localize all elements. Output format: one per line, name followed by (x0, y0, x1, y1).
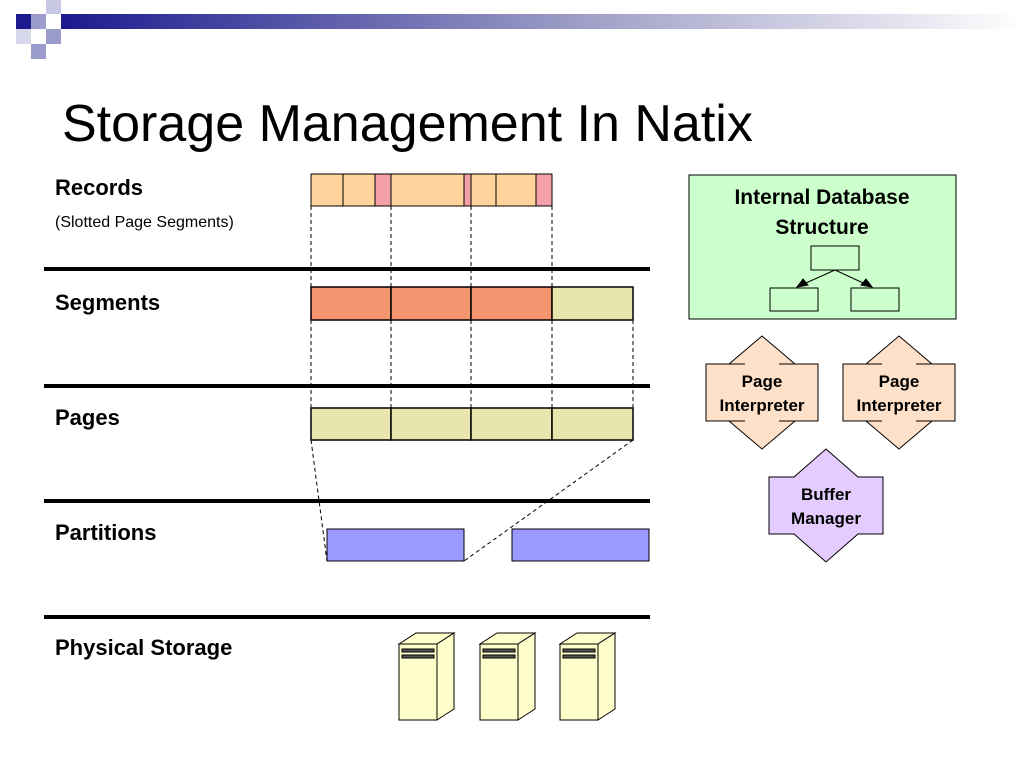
separator-line (44, 615, 650, 619)
separator-line (44, 267, 650, 271)
server-icon (558, 632, 617, 721)
partition-block (326, 528, 465, 562)
server-icon (478, 632, 537, 721)
page-interpreter-label-line1: Page (879, 372, 920, 391)
record-slot (495, 173, 537, 207)
layer-label-physical-storage: Physical Storage (55, 635, 233, 660)
decorative-header (16, 0, 1024, 59)
partition-block (511, 528, 650, 562)
layer-sublabel-records: (Slotted Page Segments) (55, 214, 234, 231)
layer-label-partitions: Partitions (55, 520, 157, 545)
record-slot-header (463, 173, 472, 207)
server-icon (397, 632, 456, 721)
segment-block-free (551, 286, 634, 321)
internal-structure-title-line2: Structure (775, 216, 868, 239)
segment-block (390, 286, 472, 321)
layer-label-segments: Segments (55, 290, 161, 315)
page-interpreter-label-line2: Interpreter (719, 396, 804, 415)
header-gradient-bar (61, 14, 1024, 29)
double-arrow-shape (842, 335, 956, 450)
page-interpreter-label-line2: Interpreter (856, 396, 941, 415)
header-square (31, 14, 46, 29)
header-square (46, 29, 61, 44)
header-square (16, 14, 31, 29)
page-block (390, 407, 472, 441)
internal-database-structure: Internal Database Structure (688, 174, 957, 320)
dashed-connectors (310, 206, 634, 562)
record-slot (390, 173, 465, 207)
pages-row (310, 407, 634, 441)
segment-block (470, 286, 553, 321)
separator-line (44, 499, 650, 503)
record-slot-header (374, 173, 392, 207)
segments-row (310, 286, 634, 321)
layer-separators (44, 267, 650, 619)
header-square (16, 29, 31, 44)
record-slot (342, 173, 376, 207)
slide-title: Storage Management In Natix (62, 95, 753, 153)
record-slot-header (535, 173, 553, 207)
record-slot (310, 173, 344, 207)
header-square (31, 44, 46, 59)
page-block (470, 407, 553, 441)
buffer-manager: Buffer Manager (768, 448, 884, 563)
page-interpreter-label-line1: Page (742, 372, 783, 391)
tree-icon (769, 245, 900, 312)
buffer-manager-label-line1: Buffer (801, 485, 851, 504)
records-row (310, 173, 553, 207)
buffer-manager-label-line2: Manager (791, 509, 861, 528)
double-arrow-shape (768, 448, 884, 563)
dashed-line (310, 439, 328, 562)
double-arrow-shape (705, 335, 819, 450)
separator-line (44, 384, 650, 388)
partitions-row (326, 528, 650, 562)
physical-storage-servers (397, 632, 617, 721)
page-interpreter-left: Page Interpreter (705, 335, 819, 450)
page-block (310, 407, 392, 441)
layer-label-pages: Pages (55, 405, 120, 430)
page-interpreter-right: Page Interpreter (842, 335, 956, 450)
internal-structure-title-line1: Internal Database (734, 186, 909, 209)
layer-label-records: Records (55, 175, 144, 200)
segment-block (310, 286, 392, 321)
record-slot (470, 173, 497, 207)
page-block (551, 407, 634, 441)
header-square (46, 0, 61, 14)
